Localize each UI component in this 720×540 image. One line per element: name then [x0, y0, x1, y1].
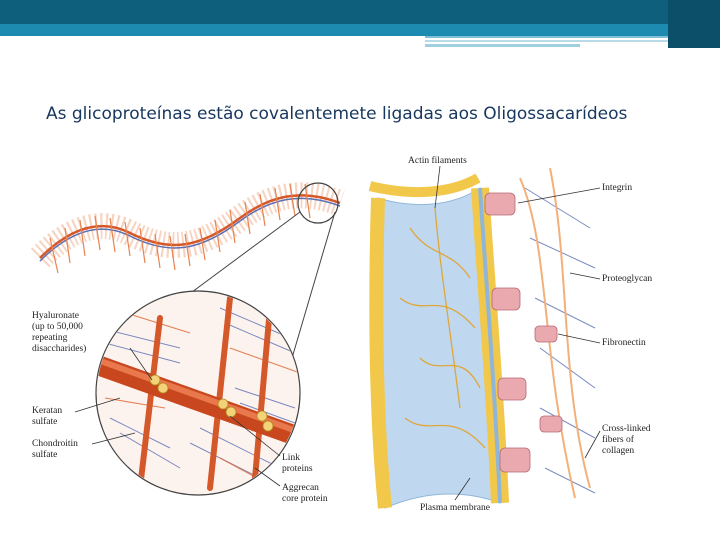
header-band-dark	[0, 0, 720, 24]
label-integrin: Integrin	[602, 183, 632, 193]
aggrecan-strand	[30, 182, 345, 268]
label-fibronectin: Fibronectin	[602, 338, 646, 348]
magnified-view	[95, 290, 301, 496]
label-actin: Actin filaments	[408, 155, 467, 166]
header-accent-line	[425, 36, 668, 38]
slide-title: As glicoproteínas estão covalentemete li…	[46, 104, 628, 124]
right-labels: Actin filaments Integrin Proteoglycan Fi…	[408, 155, 652, 513]
label-plasma-membrane: Plasma membrane	[420, 503, 490, 513]
cell-membrane-diagram	[368, 167, 596, 509]
header-accent-line	[425, 40, 668, 42]
header-band-light	[0, 24, 720, 36]
zoom-guide-line	[291, 211, 336, 359]
label-proteoglycan: Proteoglycan	[602, 274, 652, 284]
header-corner-block	[668, 0, 720, 48]
zoom-marker	[297, 182, 339, 224]
strand-bristles	[49, 183, 311, 274]
header-accent-line	[425, 44, 580, 47]
